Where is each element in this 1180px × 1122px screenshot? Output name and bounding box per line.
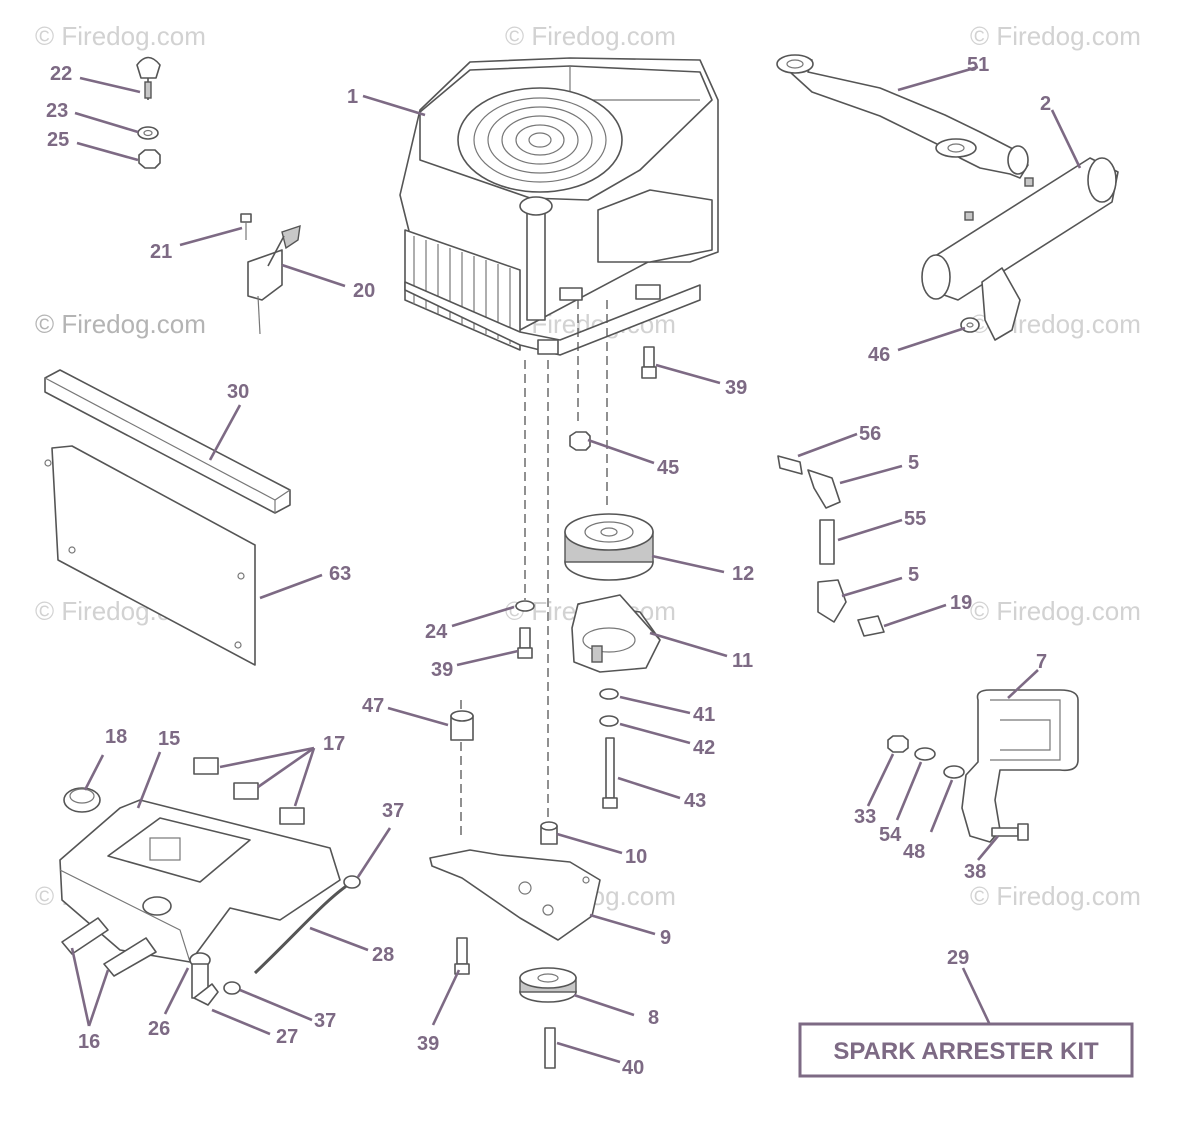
callout-43: 43: [684, 790, 706, 812]
callout-19: 19: [950, 592, 972, 614]
callout-46: 46: [868, 344, 890, 366]
callout-15: 15: [158, 728, 180, 750]
callout-39-engine: 39: [725, 377, 747, 399]
callout-48: 48: [903, 841, 925, 863]
watermark: © Firedog.com: [970, 881, 1141, 911]
callout-22: 22: [50, 63, 72, 85]
callout-16: 16: [78, 1031, 100, 1053]
callout-21: 21: [150, 241, 172, 263]
callout-30: 30: [227, 381, 249, 403]
watermark: © Firedog.com: [505, 21, 676, 51]
callout-9: 9: [660, 927, 671, 949]
callout-29: 29: [947, 947, 969, 969]
callout-54: 54: [879, 824, 902, 846]
pulley-drawings: [429, 513, 661, 1003]
callout-20: 20: [353, 280, 375, 302]
shield-drawings: [44, 369, 291, 666]
callout-2: 2: [1040, 93, 1051, 115]
exhaust-drawings: [776, 54, 1119, 341]
watermark: © Firedog.com: [35, 309, 206, 339]
kit-box: [798, 1022, 1134, 1078]
callout-45: 45: [657, 457, 679, 479]
watermark: © Firedog.com: [970, 21, 1141, 51]
callout-40: 40: [622, 1057, 644, 1079]
callout-39-bottom: 39: [417, 1033, 439, 1055]
callout-10: 10: [625, 846, 647, 868]
callout-37-lower: 37: [314, 1010, 336, 1032]
hardware-drawings: [136, 56, 657, 1069]
spark-arrester-kit-callout: SPARK ARRESTER KIT: [798, 1022, 1134, 1078]
kit-label: SPARK ARRESTER KIT: [833, 1038, 1099, 1065]
callout-55: 55: [904, 508, 926, 530]
callout-28: 28: [372, 944, 394, 966]
callout-labels: 1 2 5 5 7 8 9 10 11 12 15 16 17 18 19 20…: [46, 54, 1051, 1079]
callout-25: 25: [47, 129, 69, 151]
callout-17: 17: [323, 733, 345, 755]
fuel-tank-drawings: [59, 757, 361, 1006]
callout-47: 47: [362, 695, 384, 717]
watermark: © Firedog.com: [35, 21, 206, 51]
callout-37-upper: 37: [382, 800, 404, 822]
callout-63: 63: [329, 563, 351, 585]
engine-drawing: [399, 57, 719, 356]
leader-lines: [70, 65, 1082, 1064]
watermark: © Firedog.com: [970, 596, 1141, 626]
callout-8: 8: [648, 1007, 659, 1029]
callout-26: 26: [148, 1018, 170, 1040]
callout-18: 18: [105, 726, 127, 748]
callout-39-middle: 39: [431, 659, 453, 681]
callout-51: 51: [967, 54, 989, 76]
callout-23: 23: [46, 100, 68, 122]
callout-1: 1: [347, 86, 358, 108]
callout-33: 33: [854, 806, 876, 828]
fitting-drawings: [777, 455, 885, 637]
callout-5-upper: 5: [908, 452, 919, 474]
callout-42: 42: [693, 737, 715, 759]
assembly-lines: [460, 300, 608, 840]
callout-11: 11: [732, 650, 753, 672]
callout-7: 7: [1036, 651, 1047, 673]
callout-24: 24: [425, 621, 448, 643]
callout-12: 12: [732, 563, 754, 585]
callout-27: 27: [276, 1026, 298, 1048]
callout-56: 56: [859, 423, 881, 445]
callout-41: 41: [693, 704, 715, 726]
callout-5-lower: 5: [908, 564, 919, 586]
bracket-drawings: [887, 689, 1079, 843]
callout-38: 38: [964, 861, 986, 883]
